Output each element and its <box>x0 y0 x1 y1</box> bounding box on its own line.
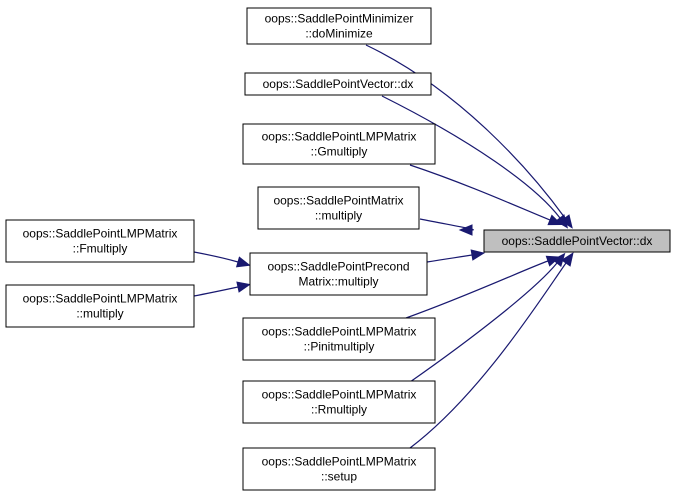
node-label-line: ::Pinitmultiply <box>304 340 375 354</box>
node-box <box>242 123 436 165</box>
edge-n_setup-to-n_target <box>409 252 574 449</box>
node-box <box>244 72 432 96</box>
node-box <box>246 7 432 45</box>
node-label-line: ::Rmultiply <box>311 403 367 417</box>
edge-arrowhead <box>235 256 251 268</box>
edge-line <box>381 95 561 219</box>
node-label-line: ::setup <box>321 470 357 484</box>
node-box <box>5 284 195 328</box>
node-pinit[interactable]: oops::SaddlePointLMPMatrix::Pinitmultipl… <box>242 317 436 361</box>
edge-line <box>365 44 566 219</box>
edge-line <box>193 286 239 297</box>
edge-n_pinit-to-n_target <box>405 255 561 319</box>
edge-line <box>409 262 558 383</box>
node-rmul[interactable]: oops::SaddlePointLMPMatrix::Rmultiply <box>242 380 436 424</box>
node-label-line: Matrix::multiply <box>298 275 378 289</box>
edge-line <box>409 262 567 449</box>
node-target[interactable]: oops::SaddlePointVector::dx <box>483 229 671 253</box>
node-label-line: oops::SaddlePointVector::dx <box>263 77 414 91</box>
edge-arrowhead <box>458 224 473 236</box>
edge-line <box>409 164 551 221</box>
edge-arrowhead <box>547 214 563 226</box>
edge-n_mmul-to-n_target <box>419 218 474 236</box>
edge-n_gmul-to-n_target <box>409 164 563 226</box>
node-min[interactable]: oops::SaddlePointMinimizer::doMinimize <box>246 7 432 45</box>
node-label-line: oops::SaddlePointLMPMatrix <box>262 455 417 469</box>
node-label-line: ::multiply <box>76 307 123 321</box>
node-setup[interactable]: oops::SaddlePointLMPMatrix::setup <box>242 447 436 491</box>
node-label-line: ::multiply <box>315 209 362 223</box>
edge-line <box>405 260 549 319</box>
edge-line <box>193 251 239 263</box>
node-box <box>483 229 671 253</box>
edge-line <box>419 218 474 231</box>
node-label-line: ::doMinimize <box>305 27 373 41</box>
node-box <box>5 219 195 263</box>
edges-layer <box>193 44 574 449</box>
node-label-line: oops::SaddlePointLMPMatrix <box>262 388 417 402</box>
node-mmul[interactable]: oops::SaddlePointMatrix::multiply <box>257 186 420 230</box>
edge-arrowhead <box>236 281 252 293</box>
edge-line <box>426 254 473 263</box>
node-label-line: oops::SaddlePointMinimizer <box>265 12 414 26</box>
edge-n_fmul-to-n_prec <box>193 251 251 268</box>
edge-n_prec-to-n_target <box>426 249 486 263</box>
node-label-line: oops::SaddlePointMatrix <box>273 194 403 208</box>
node-label-line: ::Gmultiply <box>311 145 368 159</box>
node-label-line: oops::SaddlePointPrecond <box>267 260 409 274</box>
edge-arrowhead <box>561 252 574 267</box>
node-label-line: oops::SaddlePointLMPMatrix <box>23 227 178 241</box>
node-lmul[interactable]: oops::SaddlePointLMPMatrix::multiply <box>5 284 195 328</box>
edge-arrowhead <box>470 249 486 261</box>
nodes-layer: oops::SaddlePointVector::dxoops::SaddleP… <box>5 7 671 491</box>
node-label-line: oops::SaddlePointLMPMatrix <box>262 325 417 339</box>
node-label-line: oops::SaddlePointLMPMatrix <box>262 130 417 144</box>
node-box <box>242 447 436 491</box>
node-vecdx[interactable]: oops::SaddlePointVector::dx <box>244 72 432 96</box>
node-fmul[interactable]: oops::SaddlePointLMPMatrix::Fmultiply <box>5 219 195 263</box>
node-label-line: oops::SaddlePointVector::dx <box>502 234 653 248</box>
node-label-line: ::Fmultiply <box>73 242 128 256</box>
node-box <box>242 380 436 424</box>
edge-n_lmul-to-n_prec <box>193 281 252 297</box>
node-box <box>257 186 420 230</box>
node-box <box>242 317 436 361</box>
node-label-line: oops::SaddlePointLMPMatrix <box>23 292 178 306</box>
node-gmul[interactable]: oops::SaddlePointLMPMatrix::Gmultiply <box>242 123 436 165</box>
node-box <box>249 252 428 296</box>
